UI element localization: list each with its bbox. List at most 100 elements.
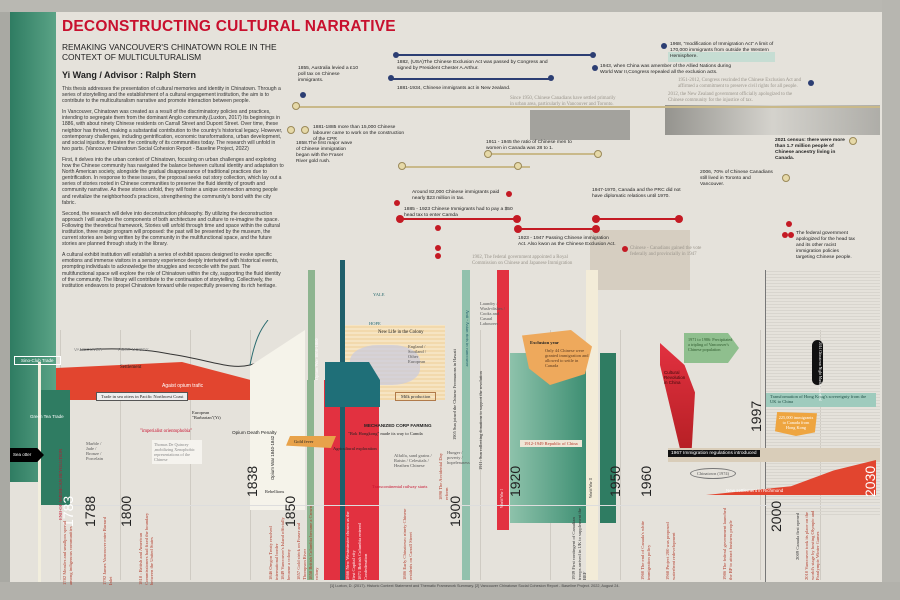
goods-list: Marble / Jade / Bronze / Porcelain xyxy=(86,441,103,461)
timeline-note: 1871 British Columbia entered Confederat… xyxy=(357,523,368,580)
night-market-label: 2014 Chinatown Night Market cancelled xyxy=(818,342,822,401)
timeline-dot xyxy=(592,65,598,71)
timeline-dot xyxy=(398,162,406,170)
event-faded: Since 1950, Chinese Canadians have settl… xyxy=(510,96,616,107)
timeline-note: 1857 Gold strick on Fraser and Thompson … xyxy=(296,522,307,580)
timeline-note: 1898 The Accidental Day reform xyxy=(438,453,449,500)
poster-title: DECONSTRUCTING CULTURAL NARRATIVE xyxy=(62,18,396,35)
timeline-dot xyxy=(300,92,306,98)
bok-label: "Bok Hongkong" made its way to Camda xyxy=(348,431,423,436)
white-bar xyxy=(38,362,41,582)
timeline-note: 2010 Vancouver took its place on the wor… xyxy=(804,510,820,580)
timeline-dot xyxy=(786,221,792,227)
abstract-text: This thesis addresses the presentation o… xyxy=(62,86,284,294)
green-tea-label: Green Tea Trade xyxy=(30,414,64,419)
timeline-note: 1849 Vancouver's Island officially becam… xyxy=(280,517,291,580)
milk-label: Milk production xyxy=(395,392,437,401)
event-1947: 1947-1970, Canada and the PRC did not ha… xyxy=(592,188,681,199)
timeline-dot xyxy=(292,102,300,110)
historic-photo xyxy=(665,105,880,135)
year-axis xyxy=(56,505,880,506)
timeline-dot xyxy=(782,174,790,182)
divider xyxy=(765,270,766,600)
year-label: 2000 xyxy=(768,500,784,532)
map-label: HOPE xyxy=(369,321,381,326)
sun-label: 1905 Sun joined the Chinese Freemasons i… xyxy=(452,349,457,440)
historic-photo xyxy=(590,230,690,290)
night-market-badge xyxy=(812,340,823,385)
pop1971-label: 1971 to 1986: Precipitated a tripling of… xyxy=(684,333,739,363)
opium-penalty-label: Opium Death Penalty xyxy=(232,430,277,435)
cream-bar xyxy=(586,270,598,580)
paragraph: Second, the research will delve into dec… xyxy=(62,210,281,248)
hk-label: Transformation of Hong Kong's sovereignt… xyxy=(766,393,876,407)
chinese-area xyxy=(325,362,380,407)
timeline-dot xyxy=(388,75,394,81)
ww2-label: World War II xyxy=(589,478,593,498)
event-faded: 1951-2012, Congress rescinded the Chines… xyxy=(678,78,802,89)
year-label: 1800 xyxy=(118,495,134,527)
right-band xyxy=(882,0,900,600)
timeline-dot xyxy=(435,225,441,231)
event-1881-nz: 1881-1934, Chinese immigrants act in New… xyxy=(397,86,511,91)
timeline-dot xyxy=(808,80,814,86)
timeline-note: 1858 British Columbia became a Crown col… xyxy=(308,505,319,580)
references: [1] Luxton, D. (2017). Historic Context … xyxy=(330,584,620,588)
event-2021: 2021 census: there were more than 1.7 mi… xyxy=(775,138,845,161)
timeline-dot xyxy=(513,215,521,223)
green-bar xyxy=(308,270,315,380)
timeline-dot xyxy=(514,225,522,233)
timeline-dot xyxy=(622,246,628,252)
timeline-dot xyxy=(592,215,600,223)
year-label: 1960 xyxy=(638,465,654,497)
trade-sea-otters: Trade in sea otters in Pacific Northwest… xyxy=(96,392,189,401)
exclusion-text: Only 44 Chinese were granted immigration… xyxy=(545,348,589,368)
teal-bar xyxy=(340,260,345,380)
timeline-note: 1939 First contingent of Canadian troops… xyxy=(571,508,587,580)
timeline-span xyxy=(390,78,550,80)
timeline-dot xyxy=(394,200,400,206)
green-bar xyxy=(307,380,314,580)
timeline-note: 1866 New Westminster chosen as the first… xyxy=(345,511,356,580)
teal-bar xyxy=(340,380,345,580)
timeline-dot xyxy=(514,162,522,170)
paragraph: This thesis addresses the presentation o… xyxy=(62,86,281,105)
timeline-dot xyxy=(548,75,554,81)
timeline-dot xyxy=(849,137,857,145)
de-quincey-note: Thomas De Quincey ,mobilizing Xenophobic… xyxy=(152,440,202,464)
opium-label: Agaist opium trafic xyxy=(162,383,204,389)
rebellion-label: Rebellions xyxy=(265,489,285,494)
european-label: European "Barbarian"(Yi) xyxy=(192,410,221,420)
historic-photo xyxy=(530,110,630,140)
new-life-label: New Life in the Colony xyxy=(378,330,424,335)
timeline-span xyxy=(395,54,593,56)
timeline-dot xyxy=(435,253,441,259)
new-life-list: England / Scotland / Other European xyxy=(408,344,427,364)
exclusion-title: Exclusion year xyxy=(530,340,559,345)
grid-line xyxy=(480,330,481,580)
hunger-label: Hunger / poverty / hopelessness xyxy=(447,450,470,465)
hk-immigration-label: 225,000 immigrants to Canada from Hong K… xyxy=(775,412,817,436)
agri-list: Alfalfa, sand grains / Raisin / Celestia… xyxy=(394,453,432,468)
corp-farming-label: MECHANIZED CORP FARMING xyxy=(364,423,432,428)
green-bar xyxy=(38,390,70,505)
ww1-label: World War I xyxy=(500,489,504,508)
map-label: PORT MOODY xyxy=(118,347,149,352)
event-1911: 1911 - 1945 the ratio of Chinese men to … xyxy=(486,140,572,151)
laundry-label: Laundry / Wash-dishes / Cooks and Casual… xyxy=(480,301,506,326)
event-1858: 1858.The first major wave of Chinese imm… xyxy=(296,141,353,164)
green-bar xyxy=(462,270,470,580)
grid-line xyxy=(120,330,121,580)
republic-label: 1912-1949 Republic of China xyxy=(520,440,582,447)
timeline-dot xyxy=(675,215,683,223)
event-1882: 1882, (USA)The Chinese Exclusion Act was… xyxy=(397,60,548,71)
timeline-note: 1886 Early Chinatown: ninety Chinese res… xyxy=(402,508,413,580)
event-1855: 1855, Australia levied a £10 poll tax on… xyxy=(298,66,359,83)
timeline-dot xyxy=(393,52,399,58)
timeline-note: 1782 Measles and smallpox spread among i… xyxy=(62,520,73,585)
event-faded: 1902, The federal government appointed a… xyxy=(472,255,573,266)
timeline-dot xyxy=(661,43,667,49)
bottom-band xyxy=(0,582,900,600)
timeline-dot xyxy=(590,52,596,58)
timeline-dot xyxy=(594,150,602,158)
